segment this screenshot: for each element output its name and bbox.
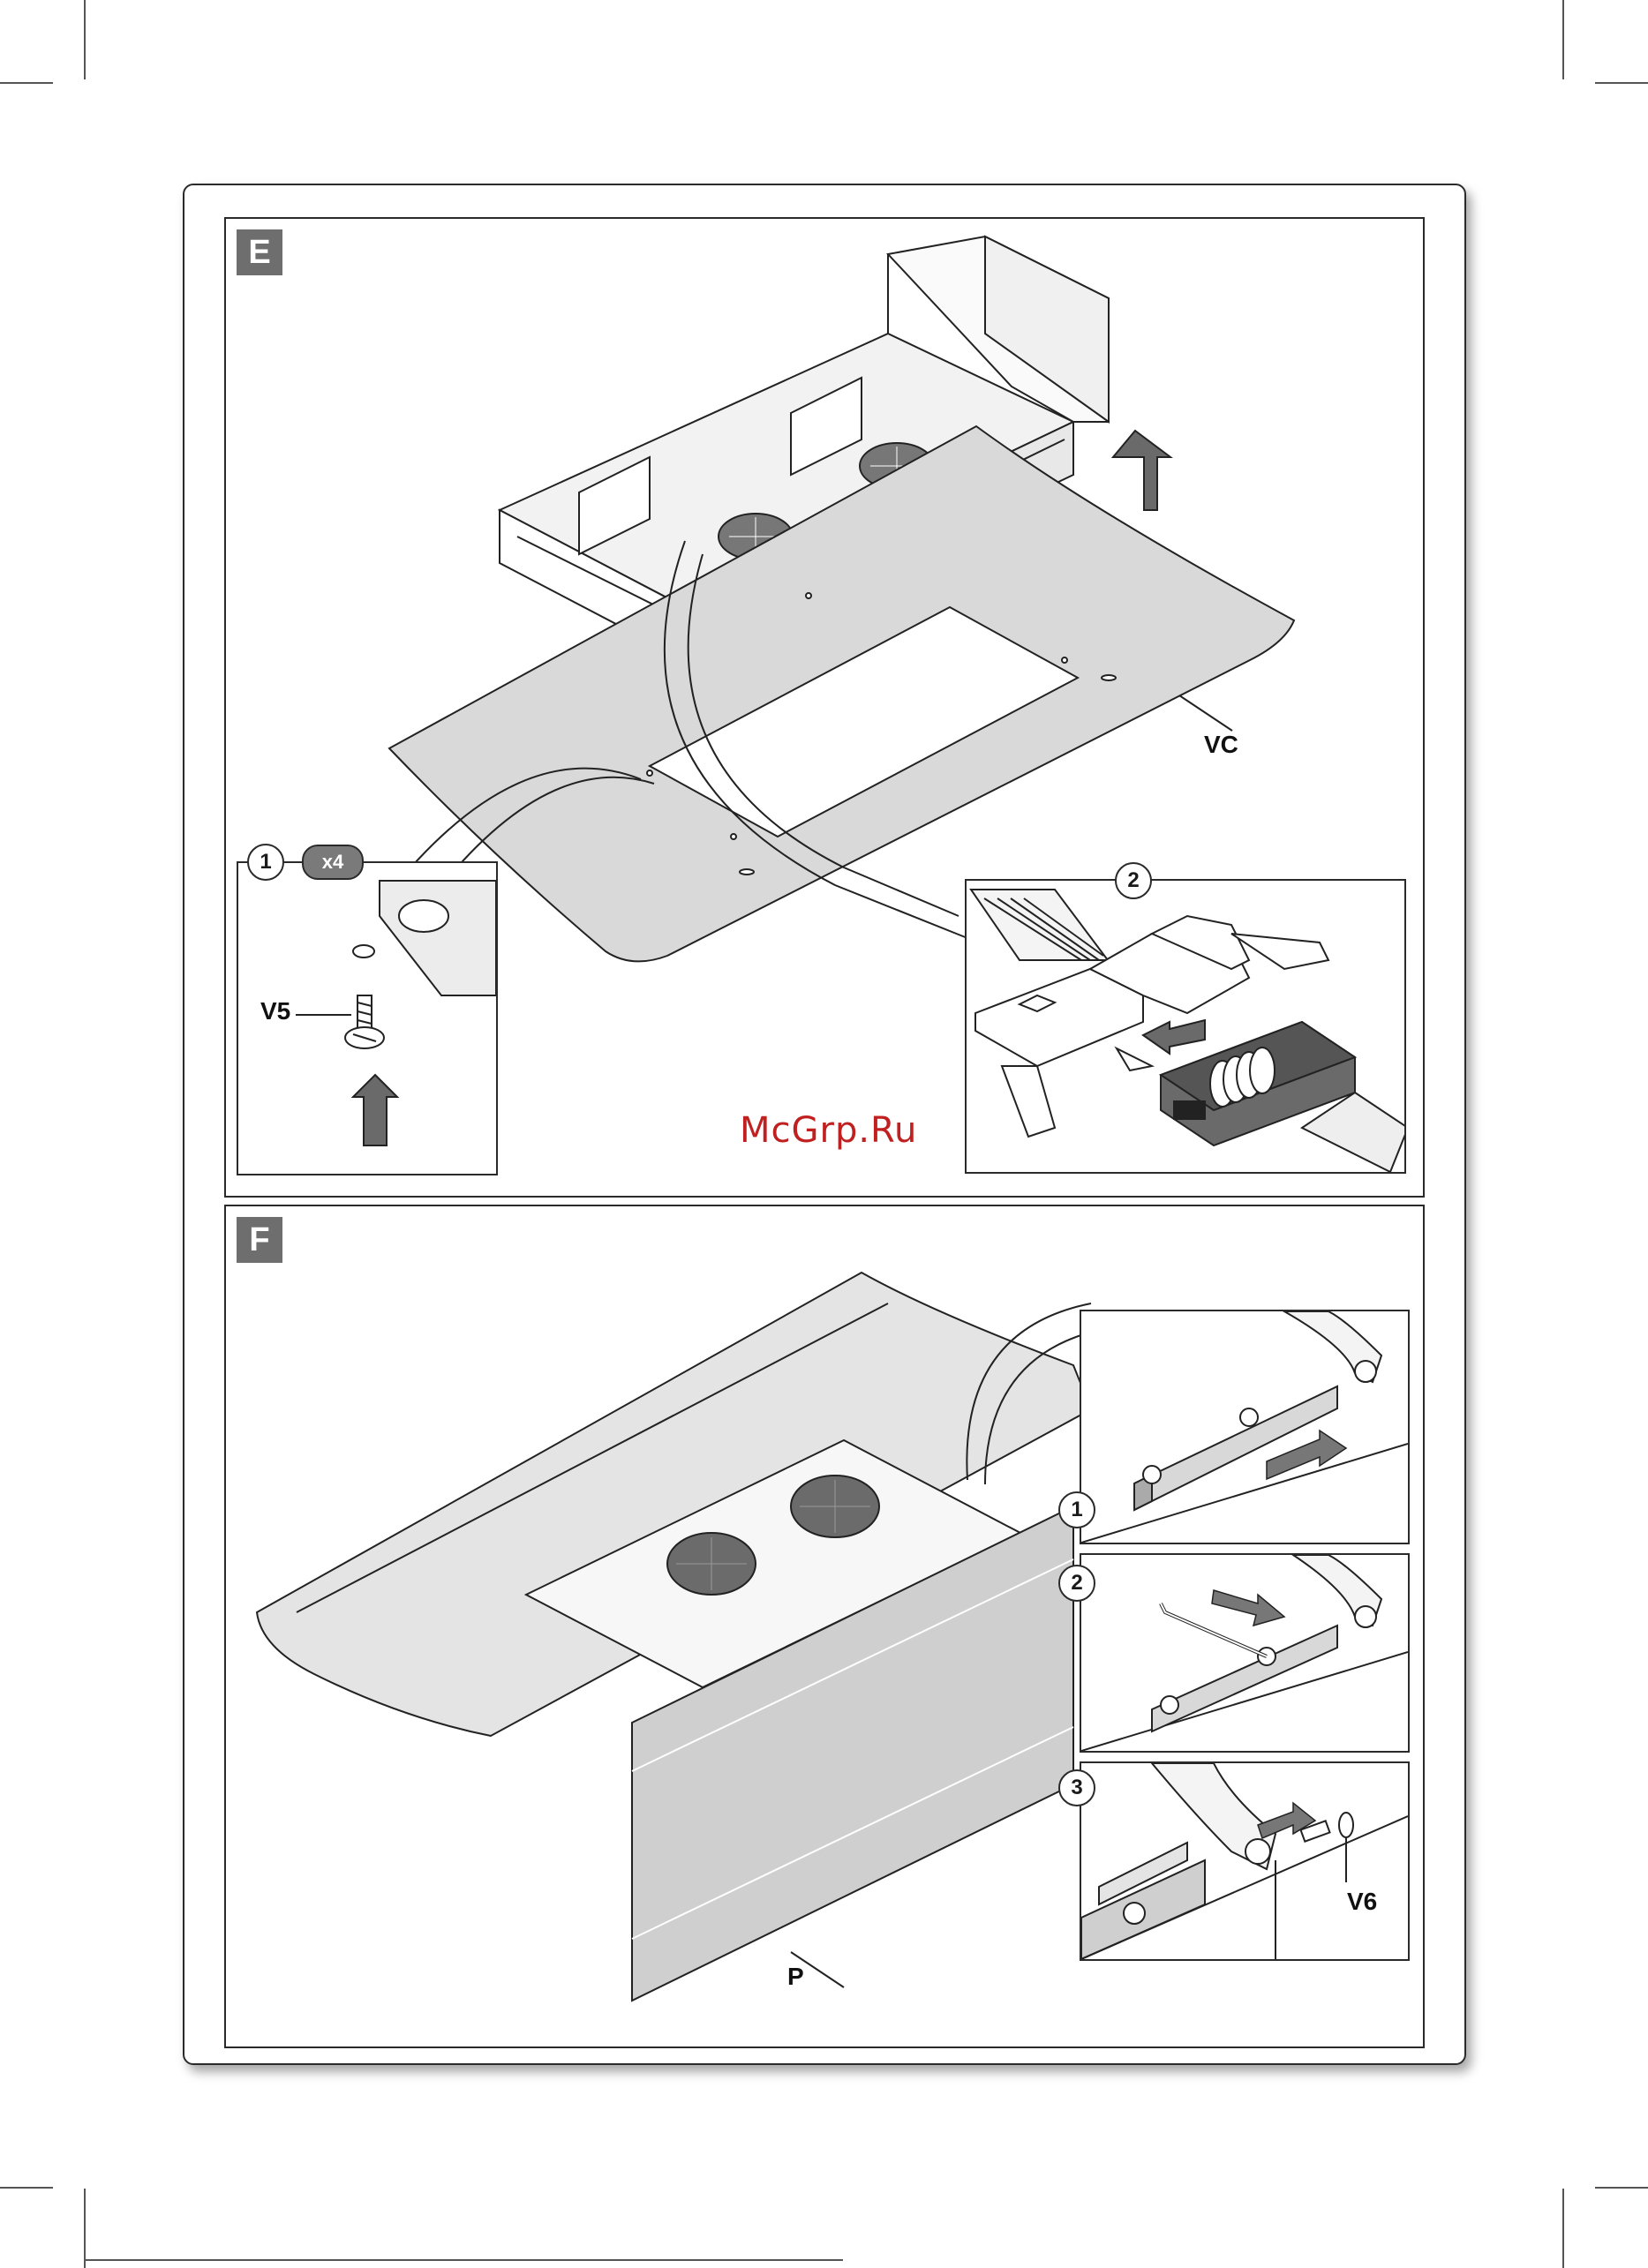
panel-f: F P bbox=[224, 1205, 1425, 2048]
step-badge: 3 bbox=[1058, 1769, 1095, 1806]
part-label-p: P bbox=[787, 1963, 804, 1991]
panel-f-inset-1 bbox=[1080, 1310, 1410, 1544]
crop-mark bbox=[1562, 0, 1564, 79]
crop-mark bbox=[1595, 82, 1648, 84]
fixing-screw-detail bbox=[1081, 1763, 1408, 1959]
step-badge: 1 bbox=[1058, 1491, 1095, 1528]
crop-mark bbox=[84, 0, 86, 79]
crop-mark bbox=[1562, 2189, 1564, 2268]
panel-f-inset-3 bbox=[1080, 1761, 1410, 1961]
panel-e: E bbox=[224, 217, 1425, 1198]
part-label-vc: VC bbox=[1204, 731, 1238, 759]
crop-mark bbox=[84, 2259, 843, 2261]
crop-mark bbox=[0, 82, 53, 84]
quantity-badge: x4 bbox=[302, 845, 364, 880]
panel-e-inset-2 bbox=[965, 879, 1406, 1174]
crop-mark bbox=[0, 2187, 53, 2189]
hex-key-detail bbox=[1081, 1555, 1408, 1751]
left-arrow bbox=[1143, 1020, 1205, 1054]
screw-icon bbox=[345, 995, 384, 1048]
crop-mark bbox=[84, 2189, 86, 2268]
ribbon-cable bbox=[971, 890, 1108, 960]
connector-detail bbox=[967, 881, 1404, 1172]
plug-connector bbox=[1161, 1022, 1404, 1172]
crop-mark bbox=[1595, 2187, 1648, 2189]
bracket-detail bbox=[1081, 1311, 1408, 1543]
right-arrow bbox=[1212, 1590, 1284, 1626]
step-badge: 2 bbox=[1115, 862, 1152, 899]
step-badge: 1 bbox=[247, 844, 284, 881]
up-arrow bbox=[353, 1075, 397, 1145]
part-label-v5: V5 bbox=[260, 997, 290, 1025]
step-badge: 2 bbox=[1058, 1565, 1095, 1602]
up-arrow bbox=[1113, 431, 1170, 510]
watermark: McGrp.Ru bbox=[740, 1110, 917, 1151]
part-label-v6: V6 bbox=[1347, 1888, 1377, 1916]
panel-f-inset-2 bbox=[1080, 1553, 1410, 1753]
